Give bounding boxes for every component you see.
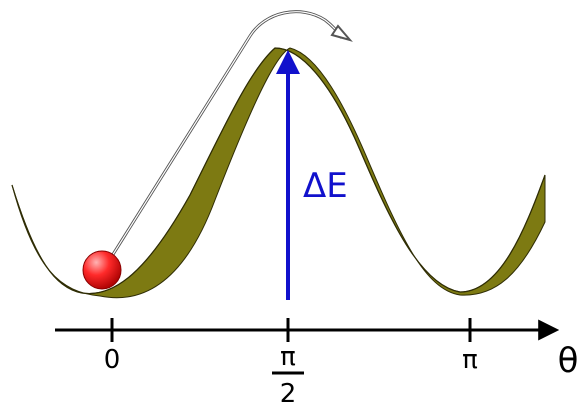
tick-label-pi: π	[462, 345, 478, 375]
tick-label-0: 0	[104, 345, 121, 375]
ball-icon	[82, 250, 122, 290]
delta-e-label: ΔE	[303, 166, 348, 206]
tick-label-pi-over-2-numerator: π	[280, 342, 296, 372]
band-top-edge	[11, 47, 546, 295]
curved-arrow-icon	[330, 24, 353, 42]
tick-label-pi-over-2-denominator: 2	[280, 379, 297, 409]
theta-label: θ	[558, 341, 579, 381]
